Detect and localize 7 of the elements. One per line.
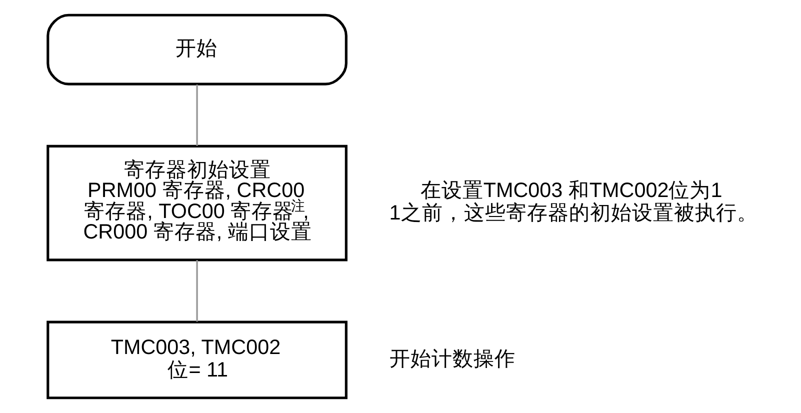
node-box: TMC003, TMC002 位= 11 (46, 320, 348, 400)
connector (196, 84, 198, 146)
node-label: 开始计数操作 (389, 347, 516, 370)
node-label: 在设置TMC003 和TMC002位为11之前，这些寄存器的初始设置被执行。 (389, 179, 758, 225)
connector (196, 260, 198, 322)
node-box: 寄存器初始设置 PRM00 寄存器, CRC00 寄存器, TOC00 寄存器$^{注}$, CR000 寄存器, 端口设置 (46, 144, 348, 262)
node-box: 开始 (46, 14, 348, 86)
